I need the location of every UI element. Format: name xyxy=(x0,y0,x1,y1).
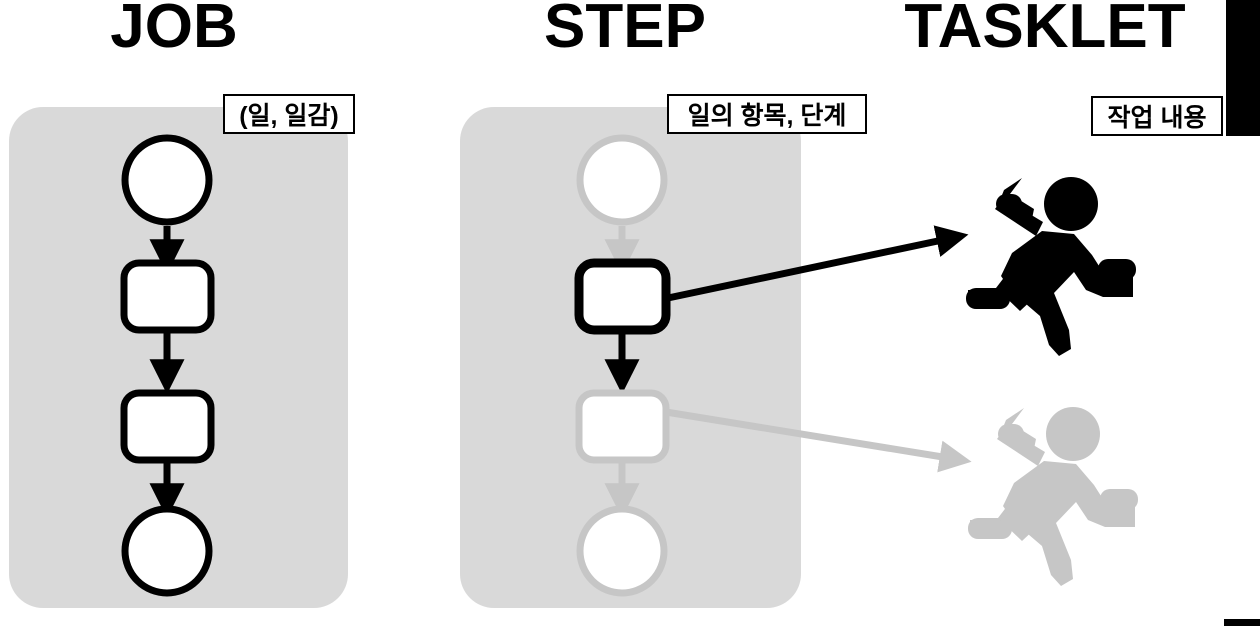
decorative-bar-bottom xyxy=(1224,619,1260,626)
runner-icon-dimmed[interactable] xyxy=(968,407,1138,586)
column-title-job: JOB xyxy=(110,0,238,61)
column-title-step: STEP xyxy=(544,0,706,61)
panel-job xyxy=(9,107,348,608)
note-label-tasklet: 작업 내용 xyxy=(1091,96,1223,136)
column-title-tasklet: TASKLET xyxy=(904,0,1186,61)
runner-icon-active[interactable] xyxy=(966,177,1136,356)
panel-step xyxy=(460,107,801,608)
decorative-bar-right xyxy=(1226,0,1260,136)
note-label-job: (일, 일감) xyxy=(223,94,355,134)
note-label-step: 일의 항목, 단계 xyxy=(667,94,867,134)
